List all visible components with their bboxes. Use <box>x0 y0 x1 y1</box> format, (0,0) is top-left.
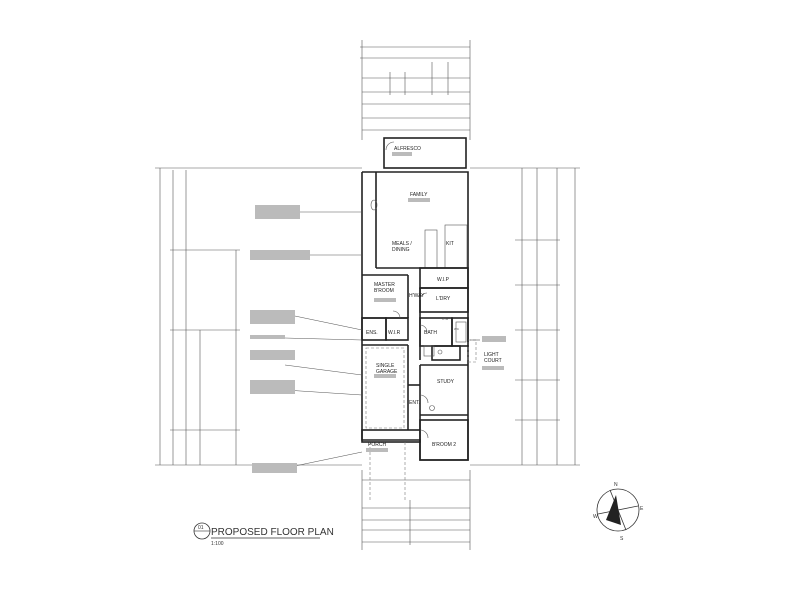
room-label-wc: WC <box>454 327 460 331</box>
compass-s: S <box>620 536 624 542</box>
room-label-garage-line1: SINGLE <box>376 363 395 369</box>
room-label-kit: KIT <box>446 241 454 247</box>
building-walls <box>361 137 477 500</box>
room-label-meals-line2: DINING <box>392 247 410 253</box>
room-label-ctb: CTB <box>442 317 448 321</box>
room-label-lightcourt: LIGHT COURT <box>484 352 502 364</box>
room-label-lightcourt-line1: LIGHT <box>484 352 499 358</box>
leader-notes <box>250 205 506 473</box>
left-dimensions <box>155 167 362 466</box>
room-label-master-line1: MASTER <box>374 282 395 288</box>
room-label-alfresco: ALFRESCO <box>394 146 421 152</box>
room-label-lightcourt-line2: COURT <box>484 358 502 364</box>
room-label-ldry: L'DRY <box>436 296 451 302</box>
room-label-master: MASTER B'ROOM <box>374 282 396 294</box>
compass: N S E W <box>593 482 644 542</box>
room-label-wip: W.I.P <box>437 277 450 283</box>
drawing-title: PROPOSED FLOOR PLAN <box>211 527 334 538</box>
room-label-garage: SINGLE GARAGE <box>376 363 398 375</box>
room-label-family: FAMILY <box>410 192 428 198</box>
room-label-ens: ENS. <box>366 330 378 336</box>
title-block: 01 PROPOSED FLOOR PLAN 1:100 <box>193 522 334 547</box>
room-label-bath: BATH <box>424 330 437 336</box>
room-label-wir: W.I.R <box>388 330 401 336</box>
right-dimensions <box>470 167 580 466</box>
bottom-dimensions <box>361 470 471 550</box>
room-tags <box>366 152 504 452</box>
compass-ring <box>596 488 640 532</box>
drawing-scale: 1:100 <box>211 541 224 547</box>
room-label-porch: PORCH <box>368 442 386 448</box>
compass-e: E <box>640 506 644 512</box>
room-label-study: STUDY <box>437 379 455 385</box>
room-labels: ALFRESCO FAMILY MEALS / DINING KIT W.I.P… <box>366 146 502 448</box>
room-label-meals-line1: MEALS / <box>392 241 412 247</box>
room-label-hway: H'WAY <box>409 293 425 299</box>
room-label-meals: MEALS / DINING <box>392 241 413 253</box>
compass-north-arrow-icon <box>606 495 621 525</box>
compass-n: N <box>614 482 618 488</box>
room-label-ent: ENT. <box>409 400 420 406</box>
top-dimensions <box>360 40 471 140</box>
room-label-garage-line2: GARAGE <box>376 369 398 375</box>
room-label-broom2: B'ROOM 2 <box>432 442 456 448</box>
compass-w: W <box>593 514 598 520</box>
door-swings <box>385 141 429 439</box>
fixtures <box>370 199 467 411</box>
title-number: 01 <box>198 525 204 531</box>
room-label-master-line2: B'ROOM <box>374 288 394 294</box>
